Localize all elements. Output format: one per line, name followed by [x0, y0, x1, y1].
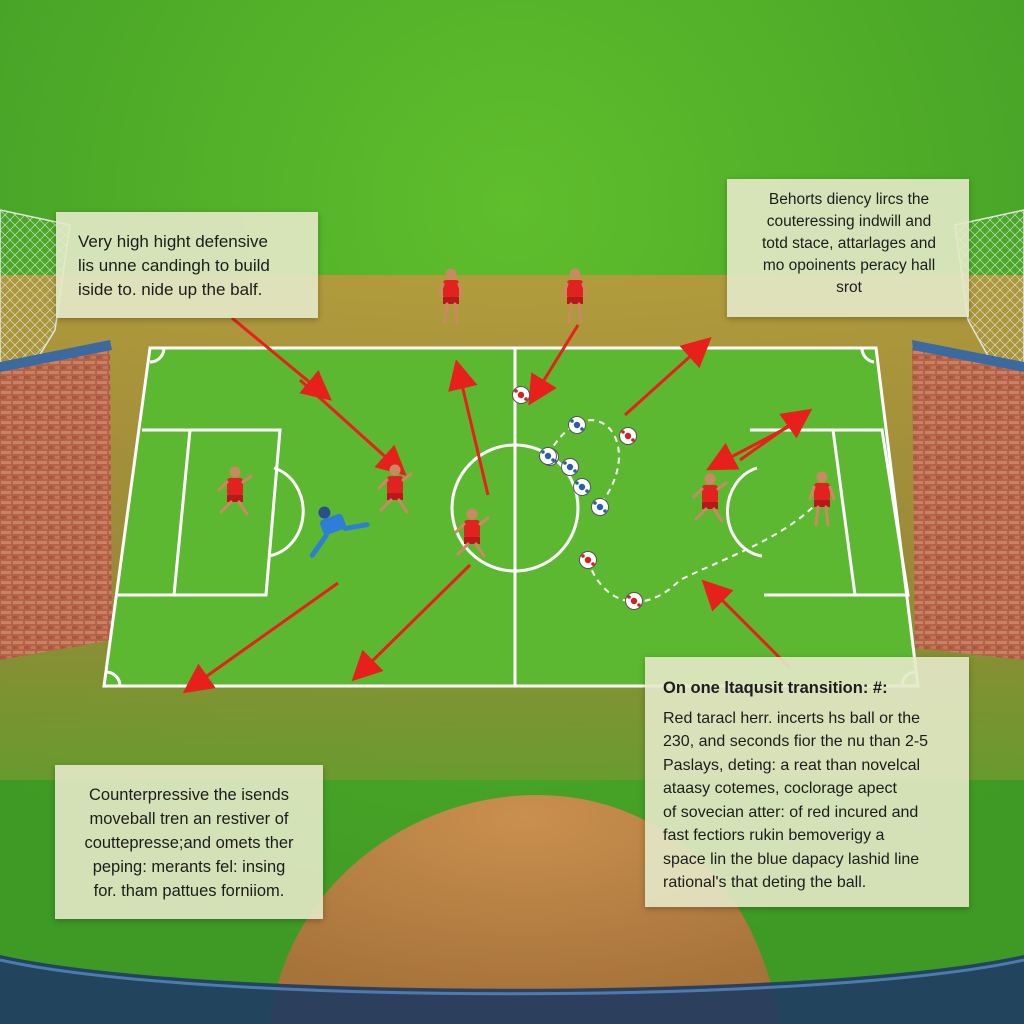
annotation-line: Counterpressive the isends — [89, 786, 289, 804]
annotation-line: Paslays, deting: a reat than novelcal — [663, 756, 921, 774]
annotation-line: peping: merants fel: insing — [92, 858, 286, 876]
football-icon — [568, 416, 586, 434]
crowd-rail — [0, 958, 1024, 996]
annotation-line: lis unne candingh to build — [78, 256, 270, 275]
annotation-line: Behorts diency lircs the — [768, 191, 930, 208]
annotation-line: couttepresse;and omets ther — [84, 834, 294, 852]
player-icon — [377, 464, 413, 514]
annotation-line: fast fectiors rukin bemoverigy a — [663, 827, 885, 844]
stands-right-rail — [912, 340, 1024, 372]
annotation-line: Red taracl herr. incerts hs ball or the — [663, 709, 921, 727]
balls-layer — [512, 386, 643, 610]
annotation-line: Very high hight defensive — [78, 232, 268, 251]
annotation-bottom-left: Counterpressive the isends moveball tren… — [55, 765, 323, 919]
player-icon — [561, 268, 589, 324]
football-icon — [619, 427, 637, 445]
stands-left — [0, 348, 112, 660]
football-icon — [579, 551, 597, 569]
annotation-line: 230, and seconds fior the nu than 2-5 — [663, 733, 929, 750]
annotation-line: totd stace, attarlages and — [761, 235, 937, 252]
annotation-line: ataasy cotemes, coclorage apect — [663, 780, 897, 797]
player-icon — [692, 473, 728, 523]
annotation-top-left: Very high hight defensive lis unne candi… — [56, 212, 318, 318]
player-icon — [217, 466, 253, 516]
annotation-bottom-right: On one ltaqusit transition: #: Red tarac… — [645, 657, 969, 907]
annotation-top-right: Behorts diency lircs the couteressing in… — [727, 179, 969, 317]
football-icon — [512, 386, 530, 404]
annotation-line: for. tham pattues forniiom. — [93, 882, 285, 900]
annotation-line: couteressing indwill and — [766, 213, 932, 230]
crowd-bottom — [0, 955, 1024, 1024]
goalkeeper-icon — [309, 506, 370, 558]
annotation-line: moveball tren an restiver of — [89, 810, 289, 828]
annotation-line: rational's that deting the ball. — [663, 874, 867, 891]
football-icon — [625, 592, 643, 610]
annotation-line: mo opoinents peracy hall — [762, 257, 936, 274]
player-icon — [437, 268, 465, 324]
annotation-line: of sovecian atter: of red incured and — [663, 803, 919, 821]
football-icon — [573, 478, 591, 496]
player-icon — [808, 471, 836, 527]
football-icon — [561, 458, 579, 476]
football-icon — [591, 498, 609, 516]
arrow-icon — [182, 316, 813, 694]
players-layer — [217, 268, 836, 558]
annotation-line: iside to. nide up the balf. — [78, 280, 263, 299]
stands-left-rail — [0, 340, 112, 372]
annotation-heading: On one ltaqusit transition: #: — [663, 679, 888, 697]
ball-trajectories — [547, 419, 816, 603]
pitch — [104, 348, 918, 686]
football-icon — [539, 447, 557, 465]
annotation-line: space lin the blue dapacy lashid line — [663, 850, 920, 868]
stands-right — [912, 348, 1024, 660]
annotation-line: srot — [836, 279, 862, 296]
player-icon — [454, 508, 490, 558]
